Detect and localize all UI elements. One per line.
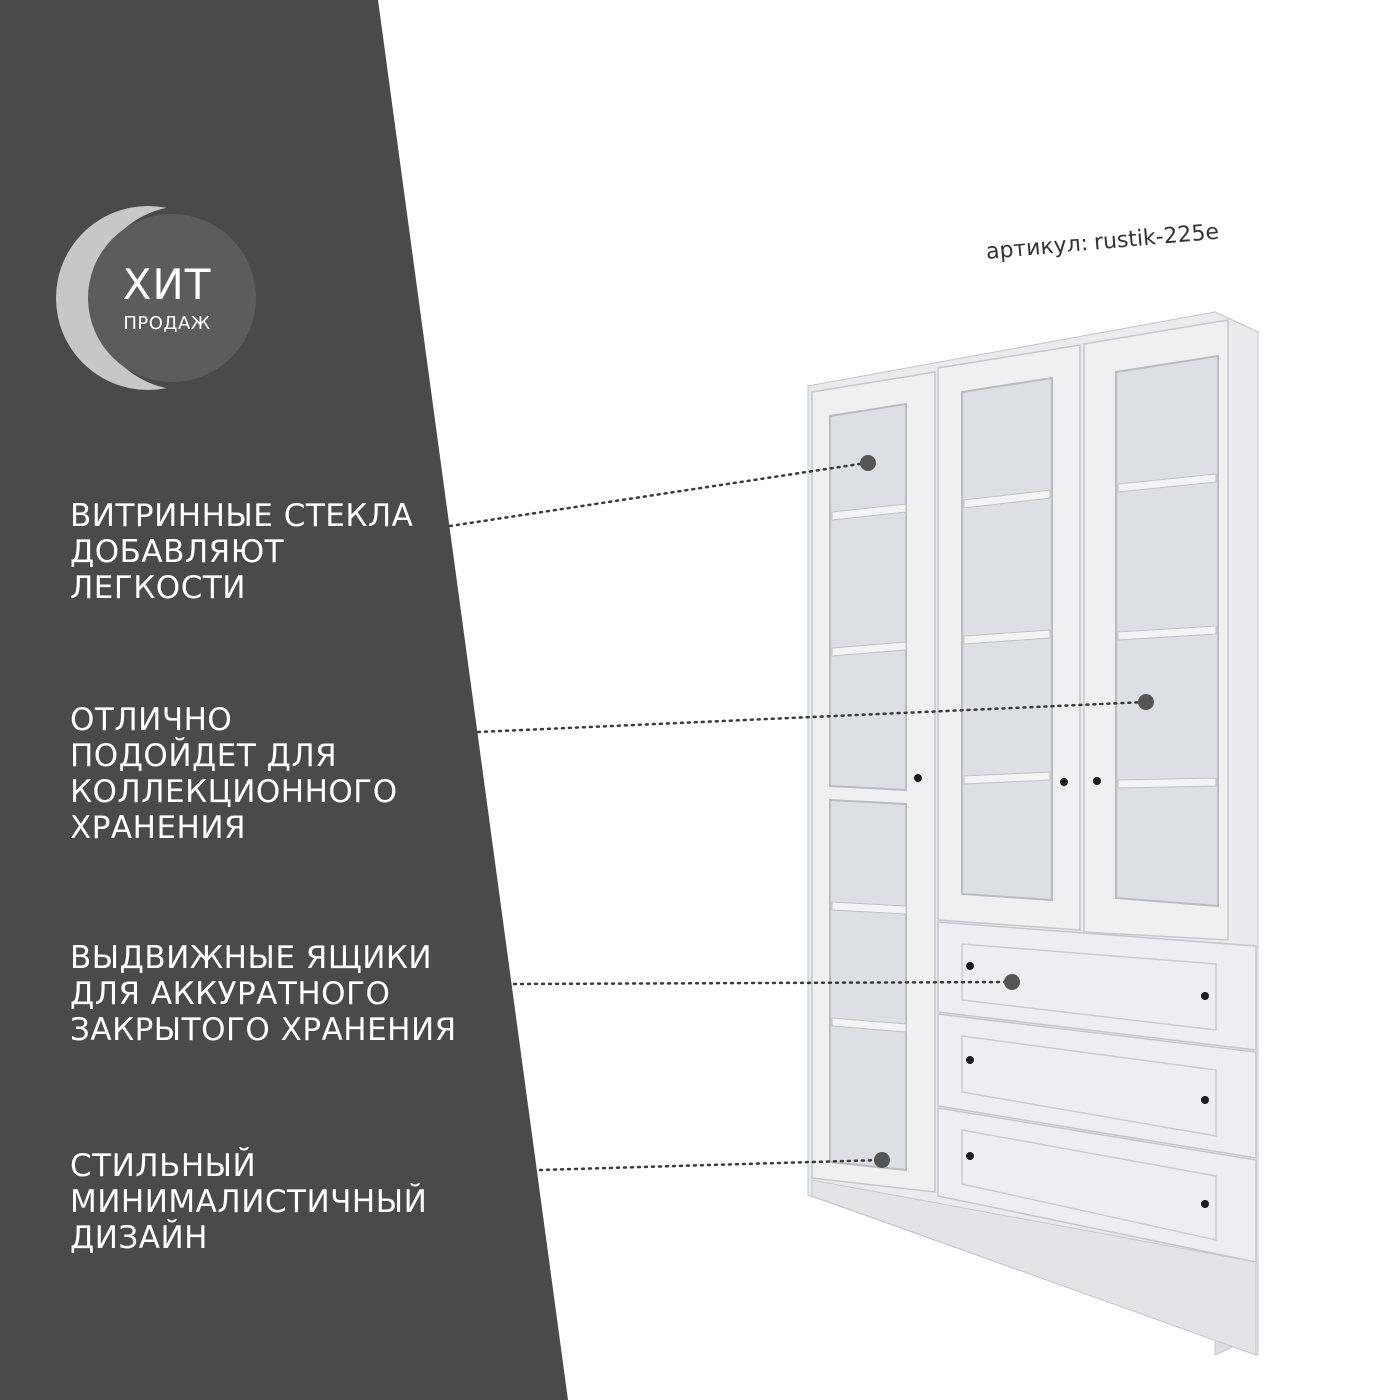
feature-design: СТИЛЬНЫЙ МИНИМАЛИСТИЧНЫЙ ДИЗАЙН: [70, 1148, 427, 1256]
feature-line: ЛЕГКОСТИ: [70, 570, 246, 606]
left-door-glass-upper: [829, 402, 907, 792]
cabinet-plinth: [811, 1179, 1257, 1356]
feature-line: ВЫДВИЖНЫЕ ЯЩИКИ: [70, 940, 433, 976]
feature-collection-storage: ОТЛИЧНО ПОДОЙДЕТ ДЛЯ КОЛЛЕКЦИОННОГО ХРАН…: [70, 702, 398, 846]
feature-drawers: ВЫДВИЖНЫЕ ЯЩИКИ ДЛЯ АККУРАТНОГО ЗАКРЫТОГ…: [70, 940, 457, 1048]
callout-dot-icon: [860, 455, 1154, 1168]
left-door-glass-lower: [829, 798, 907, 1172]
feature-line: ХРАНЕНИЯ: [70, 810, 247, 846]
badge-subtitle: ПРОДАЖ: [123, 313, 211, 334]
feature-glass-doors: ВИТРИННЫЕ СТЕКЛА ДОБАВЛЯЮТ ЛЕГКОСТИ: [70, 498, 413, 606]
bookcase-cabinet: [806, 311, 1260, 1356]
badge-title: ХИТ: [122, 260, 212, 309]
callout-lines: [448, 461, 1148, 1172]
feature-line: ПОДОЙДЕТ ДЛЯ: [70, 738, 338, 774]
feature-line: СТИЛЬНЫЙ: [70, 1148, 257, 1184]
knob-handle-icon: [914, 774, 1209, 1208]
feature-line: КОЛЛЕКЦИОННОГО: [70, 774, 398, 810]
crescent-badge-icon: [56, 206, 277, 390]
drawers: [937, 921, 1257, 1263]
feature-line: ДОБАВЛЯЮТ: [70, 534, 285, 570]
feature-line: ОТЛИЧНО: [70, 702, 233, 738]
shelves: [831, 473, 1217, 1033]
feature-line: ДЛЯ АККУРАТНОГО: [70, 976, 391, 1012]
feature-line: ВИТРИННЫЕ СТЕКЛА: [70, 498, 414, 534]
feature-line: МИНИМАЛИСТИЧНЫЙ: [70, 1184, 428, 1220]
feature-line: ЗАКРЫТОГО ХРАНЕНИЯ: [70, 1012, 457, 1048]
feature-line: ДИЗАЙН: [70, 1220, 208, 1256]
drawer-1: [937, 921, 1257, 1051]
drawer-2: [937, 1013, 1257, 1159]
